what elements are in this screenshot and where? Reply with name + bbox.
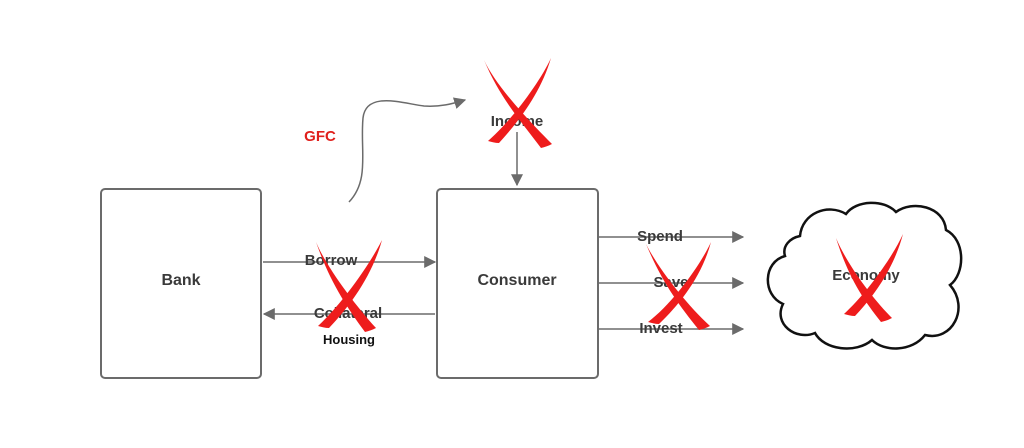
bank-box: [100, 188, 262, 379]
spend-label: Spend: [637, 228, 683, 245]
housing-label: Housing: [323, 332, 375, 347]
borrow-cross-mark-icon: [316, 240, 382, 332]
income-cross-mark-icon: [484, 58, 552, 148]
bank-label: Bank: [161, 272, 200, 289]
invest-label: Invest: [639, 320, 682, 337]
economy-cloud: [766, 201, 963, 350]
save-label: Save: [653, 274, 688, 291]
consumer-label: Consumer: [477, 272, 556, 289]
save-cross-mark-icon: [646, 242, 711, 330]
economy-label: Economy: [832, 267, 900, 284]
economy-cross-mark-icon: [836, 234, 903, 322]
gfc-curve-arrow: [348, 97, 467, 203]
consumer-box: [436, 188, 599, 379]
borrow-label: Borrow: [305, 252, 358, 269]
gfc-label: GFC: [304, 128, 336, 145]
